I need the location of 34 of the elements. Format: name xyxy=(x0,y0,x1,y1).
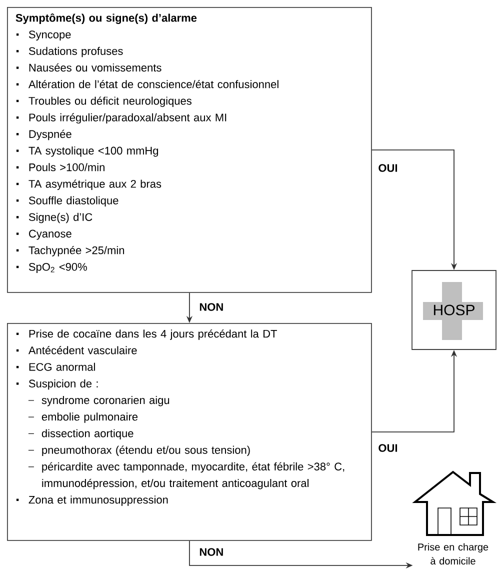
list-item: Syncope xyxy=(16,30,71,41)
list-item: Dyspnée xyxy=(16,130,72,140)
edge-label: OUI xyxy=(378,164,398,172)
list-subitem: syndrome coronarien aigu xyxy=(28,396,170,406)
list-item: Zona et immunosuppression xyxy=(16,496,168,506)
list-item: Cyanose xyxy=(16,230,72,240)
list-item: Prise de cocaïne dans les 4 jours précédant la DT xyxy=(16,329,277,340)
list-item: Sudations profuses xyxy=(16,46,123,58)
list-subitem: embolie pulmonaire xyxy=(28,412,138,423)
edge-label: OUI xyxy=(378,444,398,452)
list-item: SpO$_{2}$ <90% xyxy=(16,263,87,273)
list-item: Souffle diastolique xyxy=(16,196,118,207)
list-subitem: péricardite avec tamponnade, myocardite, état fébrile >38° C, immunodépression, et/ou traitement anticoagulant oral xyxy=(28,462,344,490)
list-item: Signe(s) d’IC xyxy=(16,212,92,224)
node-label: Prise en charge à domicile xyxy=(418,543,488,565)
list-box xyxy=(7,323,372,541)
list-item: Pouls >100/min xyxy=(16,163,104,172)
edge-label: NON xyxy=(200,548,223,556)
edge-label: NON xyxy=(200,303,223,311)
list-item: Pouls irrégulier/paradoxal/absent aux MI xyxy=(16,113,226,124)
list-item: Troubles ou déficit neurologiques xyxy=(16,96,192,107)
hospital-box: HOSP xyxy=(412,270,496,350)
list-item: TA asymétrique aux 2 bras xyxy=(16,180,162,190)
list-item: TA systolique <100 mmHg xyxy=(16,146,158,157)
list-item: Suspicion de : xyxy=(16,379,98,390)
list-box xyxy=(7,7,372,293)
list-subitem: dissection aortique xyxy=(28,429,134,440)
list-item: ECG anormal xyxy=(16,362,95,371)
list-item: Nausées ou vomissements xyxy=(16,63,162,72)
list-subitem: pneumothorax (étendu et/ou sous tension) xyxy=(28,446,250,456)
list-heading: Symptôme(s) ou signe(s) d’alarme xyxy=(16,13,197,24)
list-item: Tachypnée >25/min xyxy=(16,246,124,256)
list-item: Antécédent vasculaire xyxy=(16,346,137,354)
list-item: Altération de l’état de conscience/état confusionnel xyxy=(16,80,278,88)
